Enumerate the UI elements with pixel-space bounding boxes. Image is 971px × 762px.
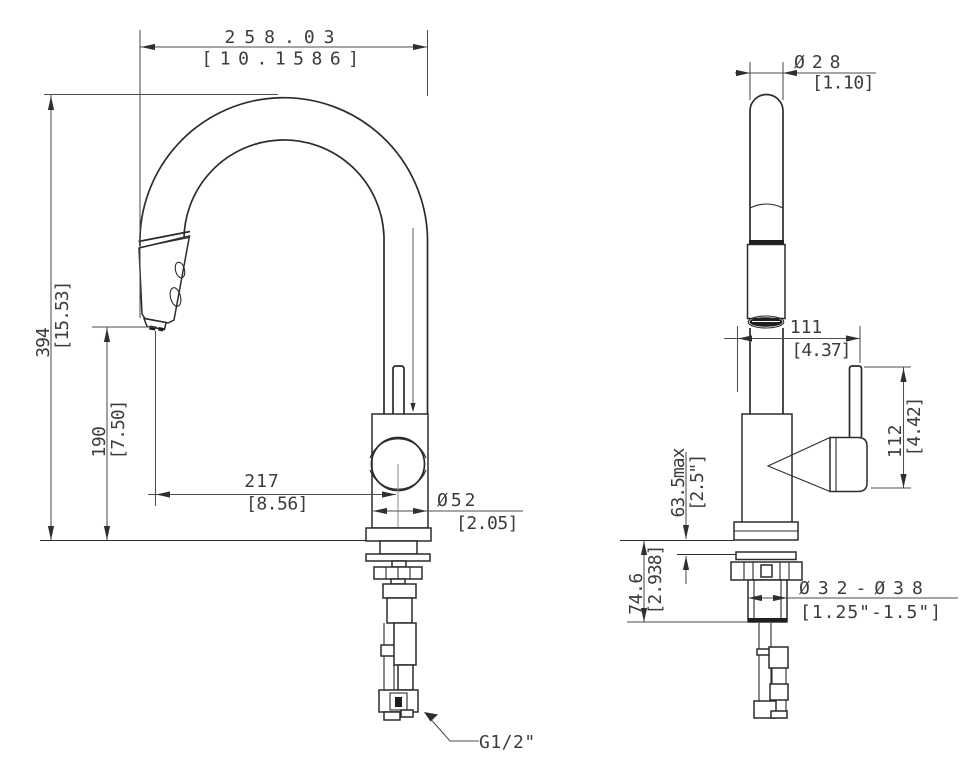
dim-handle-height-inch: [4.42]	[904, 397, 925, 456]
dim-body-diameter-mm: Ø52	[437, 490, 479, 511]
front-view: 258.03 [10.1586] 394 [15.53] 190 [7.50]	[33, 27, 536, 753]
side-spout-tube	[746, 93, 786, 414]
dim-spout-clearance-mm: 190	[89, 426, 110, 457]
dim-handle-offset: 111 [4.37]	[724, 317, 861, 392]
dim-spout-clearance: 190 [7.50]	[89, 326, 157, 540]
dim-overall-height: 394 [15.53]	[33, 93, 278, 540]
front-spray-head	[138, 230, 191, 332]
callout-inlet-thread-label: G1/2"	[479, 732, 536, 753]
front-handle-lever	[392, 365, 405, 438]
dim-overall-width-mm: 258.03	[224, 27, 343, 48]
side-spray-head	[746, 243, 786, 320]
dim-spout-reach-inch: [8.56]	[246, 494, 308, 515]
dim-handle-height-mm: 112	[885, 424, 906, 458]
side-handle-lever	[848, 365, 863, 437]
side-supply-hoses	[753, 623, 789, 719]
dim-overall-height-inch: [15.53]	[52, 282, 73, 351]
dim-handle-offset-mm: 111	[790, 317, 823, 338]
dim-spout-clearance-inch: [7.50]	[108, 400, 129, 459]
dim-max-deck-thickness-inch: [2.5"]	[687, 455, 708, 511]
dim-spout-tube-diameter: Ø28 [1.10]	[735, 52, 876, 100]
side-valve-body	[733, 365, 868, 541]
dim-overall-width: 258.03 [10.1586]	[139, 27, 429, 318]
dim-max-deck-thickness: 63.5max [2.5"]	[668, 447, 708, 584]
dim-overall-width-inch: [10.1586]	[201, 49, 366, 70]
front-supply-hoses	[378, 622, 419, 721]
callout-inlet-thread: G1/2"	[424, 712, 536, 753]
side-view: Ø28 [1.10] 111 [4.37] 112 [4.42]	[620, 52, 958, 719]
dim-max-deck-thickness-mm: 63.5max	[668, 447, 689, 517]
dim-mounting-hole-diameter: Ø32-Ø38 [1.25"-1.5"]	[748, 578, 958, 623]
dim-mounting-hole-diameter-inch: [1.25"-1.5"]	[800, 602, 942, 623]
dim-spout-reach-mm: 217	[244, 471, 280, 492]
dim-shank-length-inch: [2.938]	[645, 546, 666, 615]
front-valve-body	[365, 413, 432, 542]
front-mounting-hardware	[365, 540, 431, 624]
dim-handle-height: 112 [4.42]	[864, 366, 925, 489]
dim-overall-height-mm: 394	[33, 328, 54, 358]
side-mounting-hardware	[730, 551, 803, 623]
spray-button-1	[174, 261, 186, 279]
dim-spout-tube-diameter-mm: Ø28	[794, 52, 848, 73]
dim-spout-reach: 217 [8.56]	[148, 331, 396, 515]
dim-spout-tube-diameter-inch: [1.10]	[812, 73, 874, 94]
front-base-flange	[365, 527, 432, 542]
dim-mounting-hole-diameter-mm: Ø32-Ø38	[799, 578, 931, 599]
spray-button-2	[169, 287, 182, 307]
dim-shank-length: 74.6 [2.938]	[626, 540, 748, 623]
dim-handle-offset-inch: [4.37]	[791, 340, 850, 361]
front-spout	[139, 96, 429, 414]
side-handle-boss	[829, 436, 868, 493]
dim-body-diameter-inch: [2.05]	[456, 513, 518, 534]
front-shank	[382, 583, 417, 599]
dim-body-diameter: Ø52 [2.05]	[373, 490, 523, 534]
dim-shank-length-mm: 74.6	[626, 573, 647, 614]
